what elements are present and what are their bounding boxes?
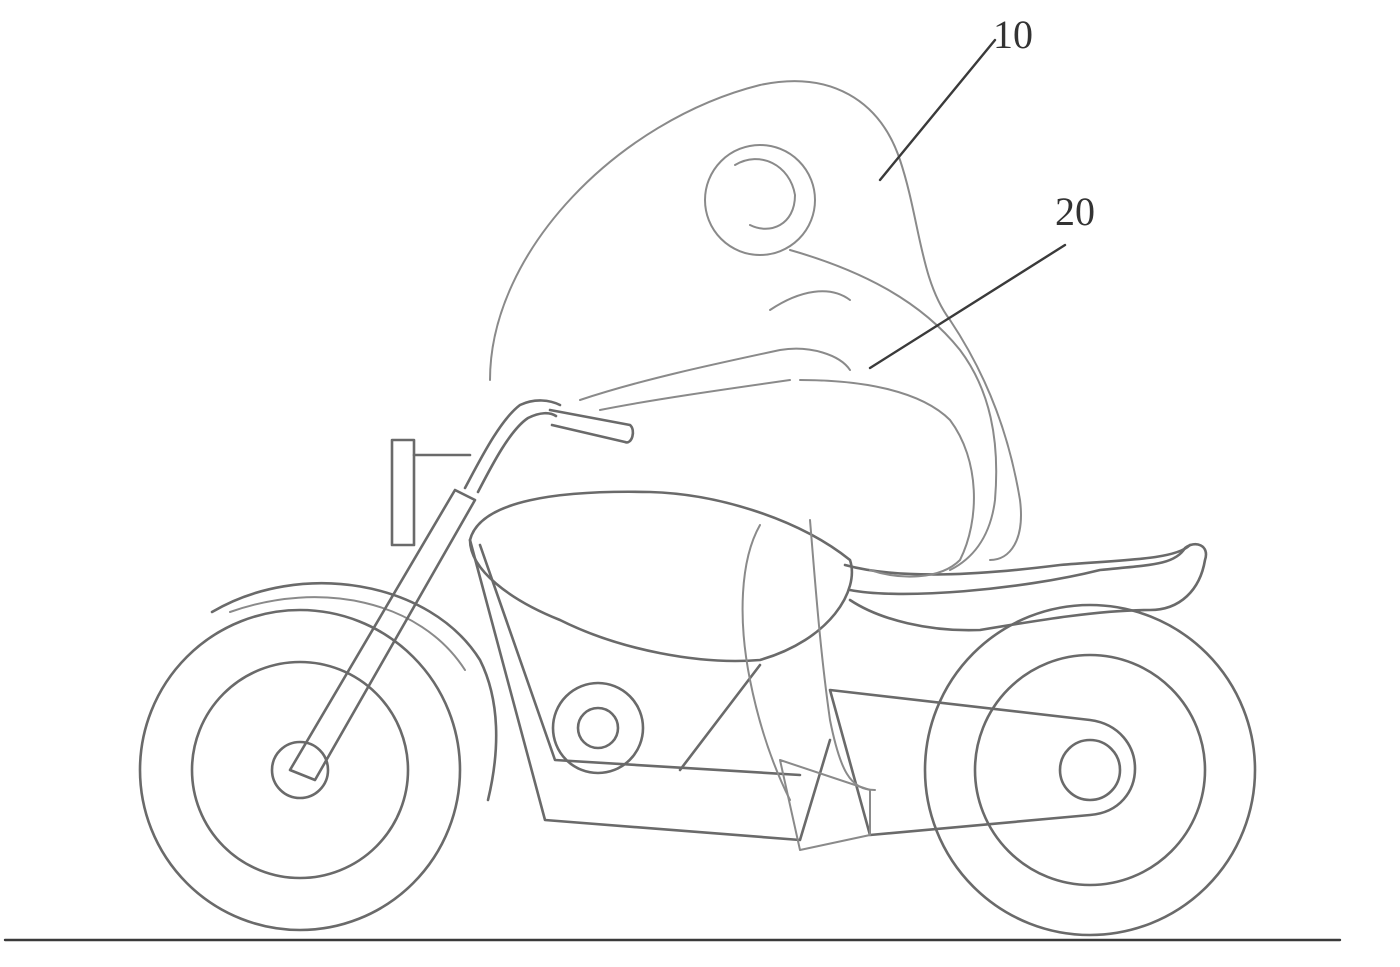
leader-line-10 <box>878 38 997 182</box>
rear-fender <box>848 543 1208 632</box>
fuel-tank <box>468 490 854 663</box>
rider <box>579 144 998 851</box>
reference-label-10: 10 <box>993 12 1033 57</box>
swing-arm <box>828 688 1137 837</box>
front-fork <box>288 488 477 782</box>
vest-body <box>799 379 975 578</box>
front-wheel <box>138 608 462 932</box>
airbag-envelope <box>489 80 1022 561</box>
reference-label-20: 20 <box>1055 189 1095 234</box>
seat <box>843 543 1192 576</box>
rear-wheel <box>923 603 1257 937</box>
engine-crank <box>551 681 645 775</box>
motorcycle-frame <box>468 538 832 842</box>
front-fender <box>210 581 498 802</box>
leader-line-20 <box>868 243 1067 370</box>
headlight <box>390 438 472 547</box>
handlebar <box>463 399 635 494</box>
